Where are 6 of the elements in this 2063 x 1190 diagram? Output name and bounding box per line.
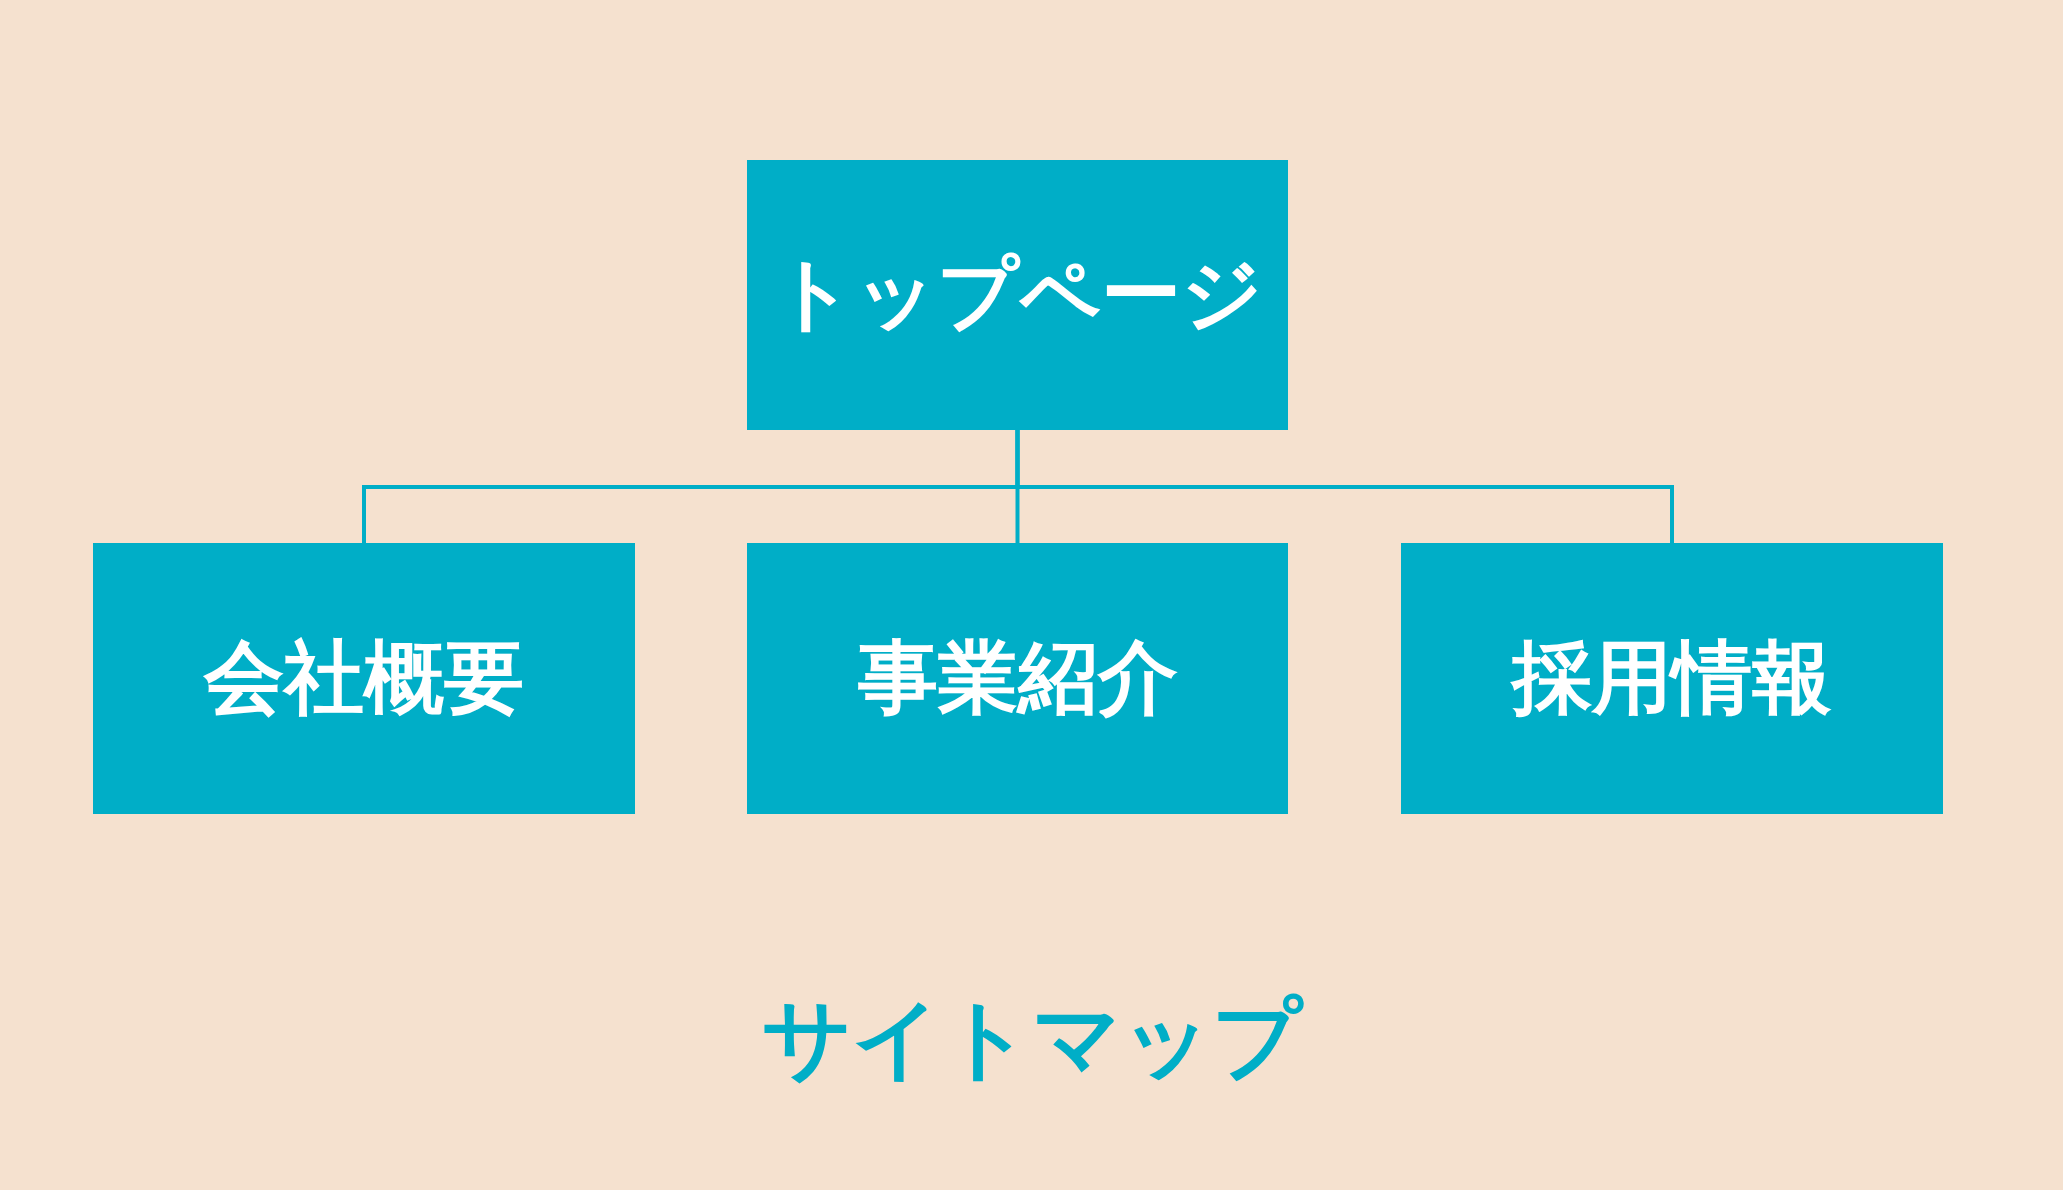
page-box: 採用情報 bbox=[1401, 543, 1943, 814]
page-box: トップページ bbox=[747, 160, 1288, 430]
page-box: 会社概要 bbox=[93, 543, 635, 814]
page-box: 事業紹介 bbox=[747, 543, 1288, 814]
connector-line bbox=[1015, 430, 1674, 543]
diagram-title: サイトマップ bbox=[761, 987, 1302, 1090]
